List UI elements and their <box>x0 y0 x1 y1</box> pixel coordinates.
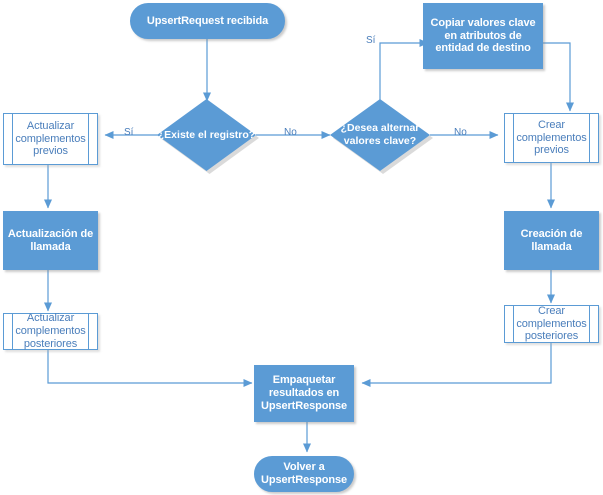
predef-bar-left <box>513 306 514 342</box>
node-decision-alternate[interactable]: ¿Desea alternar valores clave? <box>330 99 433 174</box>
edge-label-alternate-no: No <box>454 127 467 138</box>
edge-label-exists-no: No <box>284 127 297 138</box>
node-end-label: Volver a UpsertResponse <box>260 461 347 486</box>
node-update-call[interactable]: Actualización de llamada <box>3 211 98 270</box>
predef-bar-right <box>589 306 590 342</box>
node-update-pre[interactable]: Actualizar complementos previos <box>3 113 98 165</box>
node-copy-key-values[interactable]: Copiar valores clave en atributos de ent… <box>423 3 543 69</box>
node-decision-exists[interactable]: ¿Existe el registro? <box>157 99 259 174</box>
node-package-results-label: Empaquetar resultados en UpsertResponse <box>260 374 347 412</box>
node-start-label: UpsertRequest recibida <box>146 14 269 27</box>
node-end[interactable]: Volver a UpsertResponse <box>254 456 354 492</box>
edge-copy-to-create-pre <box>543 42 574 112</box>
node-create-post-label: Crear complementos posteriores <box>516 304 587 343</box>
node-create-post[interactable]: Crear complementos posteriores <box>504 305 599 343</box>
edge-alternate-yes <box>379 39 429 101</box>
node-decision-alternate-label: ¿Desea alternar valores clave? <box>340 122 420 147</box>
predef-bar-right <box>88 314 89 349</box>
edge-updatepost-to-package <box>47 350 253 387</box>
predef-bar-right <box>88 114 89 164</box>
node-create-pre[interactable]: Crear complementos previos <box>504 113 599 163</box>
node-update-call-label: Actualización de llamada <box>7 227 94 253</box>
node-create-pre-label: Crear complementos previos <box>516 118 587 157</box>
node-update-post[interactable]: Actualizar complementos posteriores <box>3 312 98 350</box>
predef-bar-left <box>12 114 13 164</box>
node-create-call[interactable]: Creación de llamada <box>504 211 599 270</box>
predef-bar-right <box>589 114 590 162</box>
node-start[interactable]: UpsertRequest recibida <box>130 3 285 39</box>
node-update-pre-label: Actualizar complementos previos <box>15 119 86 158</box>
edge-label-exists-yes: Sí <box>124 127 134 138</box>
predef-bar-left <box>12 314 13 349</box>
edge-createpost-to-package <box>361 343 552 387</box>
node-copy-key-values-label: Copiar valores clave en atributos de ent… <box>430 16 536 55</box>
edge-label-alternate-yes: Sí <box>366 35 376 46</box>
node-decision-exists-label: ¿Existe el registro? <box>157 128 256 141</box>
node-create-call-label: Creación de llamada <box>520 227 583 253</box>
node-package-results[interactable]: Empaquetar resultados en UpsertResponse <box>254 365 354 422</box>
predef-bar-left <box>513 114 514 162</box>
node-update-post-label: Actualizar complementos posteriores <box>15 312 86 350</box>
